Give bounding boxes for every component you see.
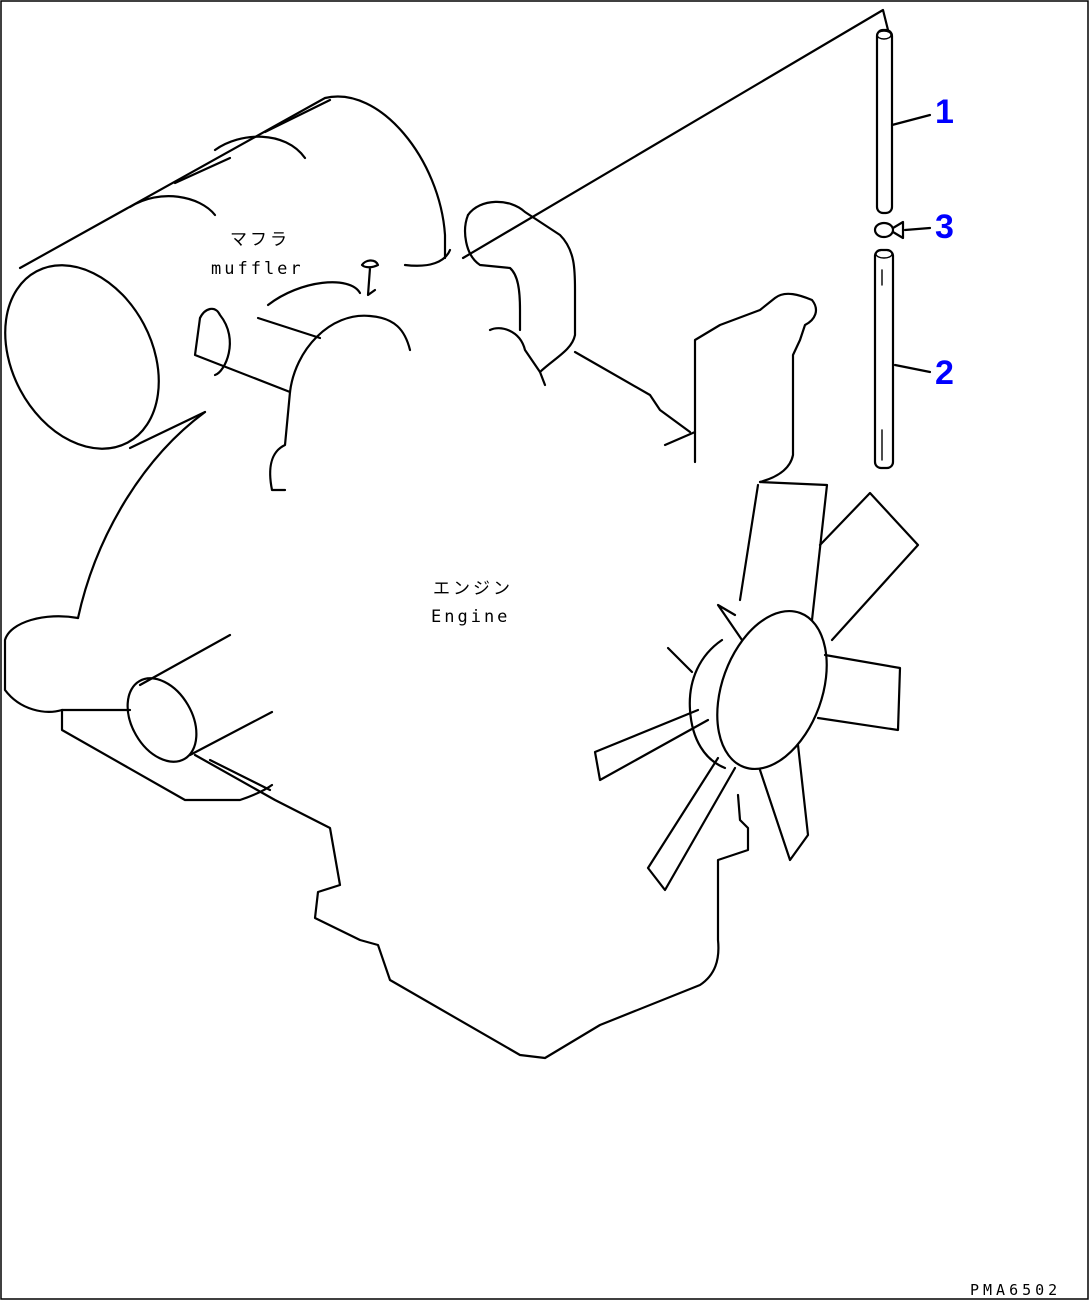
- callout-2: 2: [935, 354, 954, 392]
- callout-1: 1: [935, 93, 954, 131]
- engine-drawing: [3, 200, 818, 1060]
- dipstick-parts: [360, 8, 932, 470]
- fan-drawing: [593, 480, 920, 892]
- callout-3: 3: [935, 208, 954, 246]
- engine-label-en: Engine: [431, 607, 510, 627]
- drawing-code: PMA6502: [970, 1281, 1061, 1299]
- muffler-drawing: [4, 95, 452, 450]
- engine-label-jp: エンジン: [433, 579, 513, 599]
- muffler-label-jp: マフラ: [230, 230, 290, 250]
- muffler-label-en: muffler: [211, 259, 304, 279]
